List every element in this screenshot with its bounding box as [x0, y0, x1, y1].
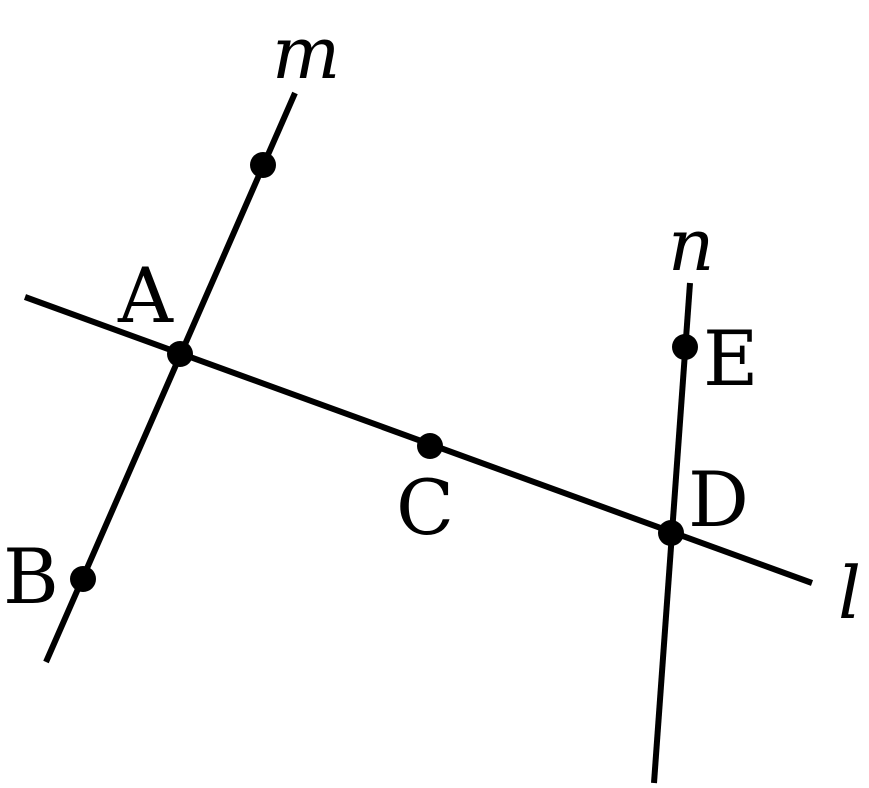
- point-B-label: B: [3, 532, 59, 621]
- point-D-label: D: [688, 455, 749, 544]
- point-E: [672, 334, 698, 360]
- point-A-label: A: [117, 251, 174, 340]
- point-D: [658, 520, 684, 546]
- line-n-label: n: [668, 203, 714, 287]
- point-on-m-unlabeled: [250, 152, 276, 178]
- point-B: [70, 566, 96, 592]
- point-A: [167, 341, 193, 367]
- point-E-label: E: [703, 314, 758, 403]
- line-l-label: l: [838, 551, 861, 635]
- line-m-label: m: [272, 11, 340, 95]
- point-C: [417, 433, 443, 459]
- point-C-label: C: [396, 463, 454, 552]
